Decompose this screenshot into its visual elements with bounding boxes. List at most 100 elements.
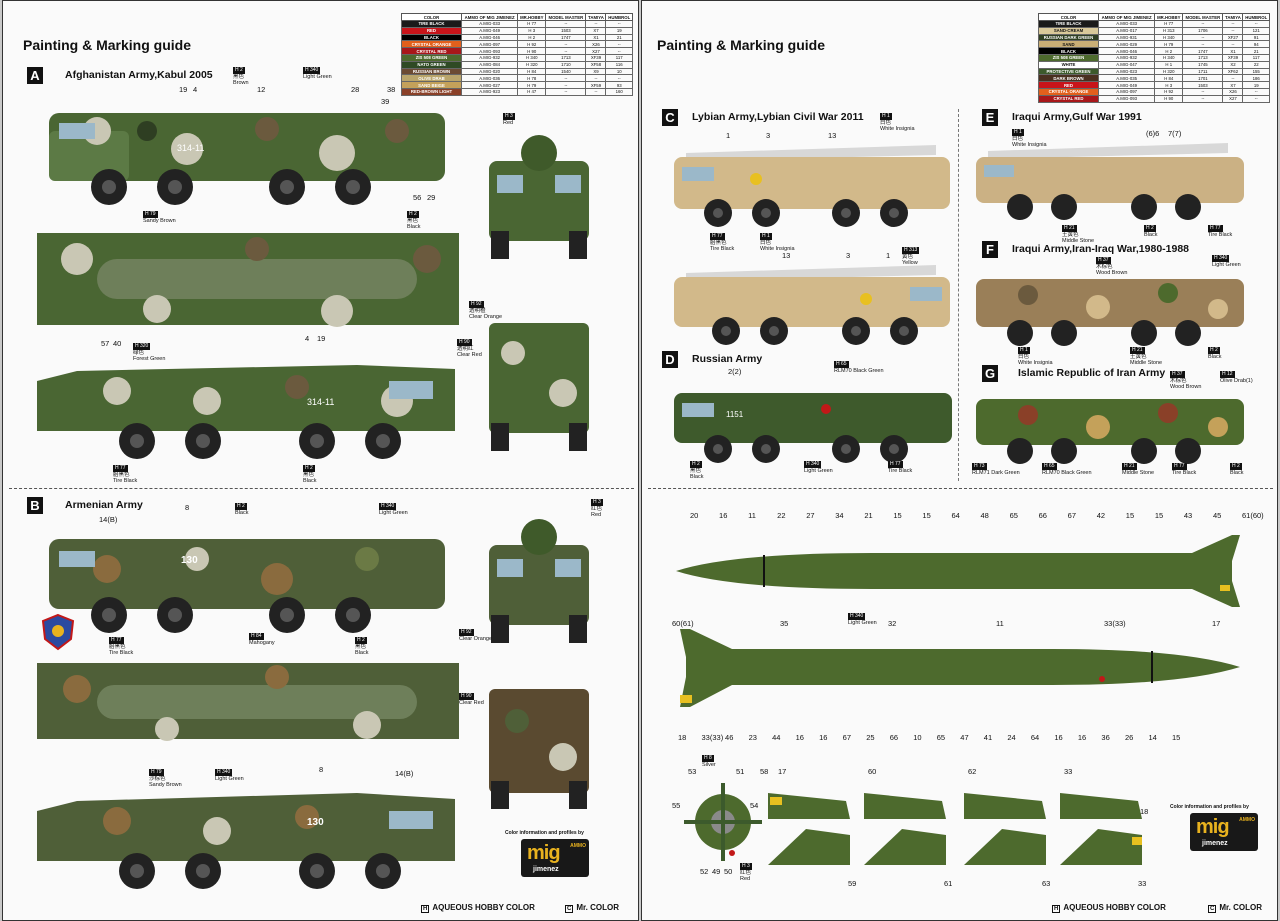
color-table-cell: H 2 [1154,47,1184,55]
part-number: 28 [351,85,360,94]
color-table-cell: -- [585,74,607,83]
color-table-cell: H 320 [1154,67,1184,76]
color-table-cell: A.MIG-932 [1097,53,1156,62]
logo-caption-right: Color information and profiles by [1170,804,1249,810]
color-swatch-name: BLACK [401,33,462,42]
part-number: 29 [427,193,436,202]
truck-id-a-top: 314-11 [177,143,204,153]
color-table-cell: A.MIG-093 [460,47,519,55]
color-table-cell: H 92 [517,40,547,49]
color-table-cell: -- [1182,40,1224,49]
part-number: 1 [886,251,891,260]
color-table-header: HUMBROL [1242,13,1270,21]
truck-side-view-a-left: 314-11 [37,101,457,209]
page-title-left: Painting & Marking guide [23,37,192,53]
truck-side-view-b-right: 130 [37,781,459,893]
color-swatch-name: TIRE BLACK [401,20,462,28]
part-number: 67 [1067,511,1077,520]
color-table-cell: -- [585,87,607,96]
color-table-cell: 19 [1242,81,1270,89]
part-number: 57 [101,339,110,348]
color-table-cell: 117 [1242,53,1270,62]
missile-fins-view [766,789,1146,871]
color-table-cell: 1747 [1182,47,1224,55]
color-table-cell: H 79 [517,81,547,89]
color-table-cell: H 47 [517,87,547,96]
color-table-cell: -- [1222,20,1244,28]
armenian-army-emblem [41,613,75,651]
part-number: 40 [113,339,122,348]
part-number: 66 [1038,511,1047,520]
part-number: 65 [1009,511,1018,520]
part-number: 41 [983,733,993,742]
missile-view-bottom [672,623,1244,715]
part-number: 56 [413,193,422,202]
part-number: 54 [750,801,759,810]
color-swatch-name: PROTECTIVE GREEN [1038,67,1099,76]
part-number: 17 [778,767,787,776]
part-number: 58 [760,767,769,776]
color-table-header: MR.HOBBY [517,13,547,21]
color-table-cell: XF39 [1222,53,1244,62]
color-table-cell: A.MIG-932 [460,53,519,62]
color-table-cell: 1540 [545,67,587,76]
color-table-cell: H 3 [1154,81,1184,89]
color-table-cell: 1713 [545,53,587,62]
color-table-cell: -- [545,74,587,83]
color-table-header: MR.HOBBY [1154,13,1184,21]
truck-side-view-e [968,141,1252,225]
color-table-cell: A.MIG-931 [1097,33,1156,42]
part-number: 18 [1140,807,1149,816]
color-table-cell: -- [1182,33,1224,42]
part-number: 33(33) [701,733,724,742]
color-swatch-name: RED-BROWN LIGHT [401,87,462,96]
truck-front-view-a [483,131,595,261]
section-letter-f: F [982,241,998,258]
color-table-cell: A.MIG-047 [1097,60,1156,69]
color-table-cell: H 340 [1154,33,1184,42]
color-table-cell: XF58 [585,60,607,69]
color-table-cell: -- [585,20,607,28]
color-table-cell: A.MIG-029 [1097,40,1156,49]
color-table-cell: 1711 [1182,67,1224,76]
part-number: 33 [1138,879,1147,888]
part-number: 8 [319,765,324,774]
color-table-cell: X7 [585,26,607,35]
color-table-cell: XF27 [1222,33,1244,42]
truck-top-view-a [37,229,459,329]
color-swatch-name: BLACK [1038,47,1099,55]
truck-side-view-g [968,393,1252,469]
color-table-cell: H 3 [517,26,547,35]
truck-side-view-c-right [666,259,958,351]
part-number: 67 [842,733,851,742]
color-table-cell: 160 [605,87,633,96]
part-number: 16 [819,733,828,742]
color-swatch-name: NATO GREEN [401,60,462,69]
truck-rear-view-a [483,313,595,453]
color-table-cell: -- [605,74,633,83]
part-number: 10 [913,733,922,742]
missile-view-top [672,531,1244,611]
part-number: 35 [780,619,789,628]
part-number: 26 [1124,733,1134,742]
color-table-cell: 1747 [545,33,587,42]
color-table-cell: -- [605,40,633,49]
